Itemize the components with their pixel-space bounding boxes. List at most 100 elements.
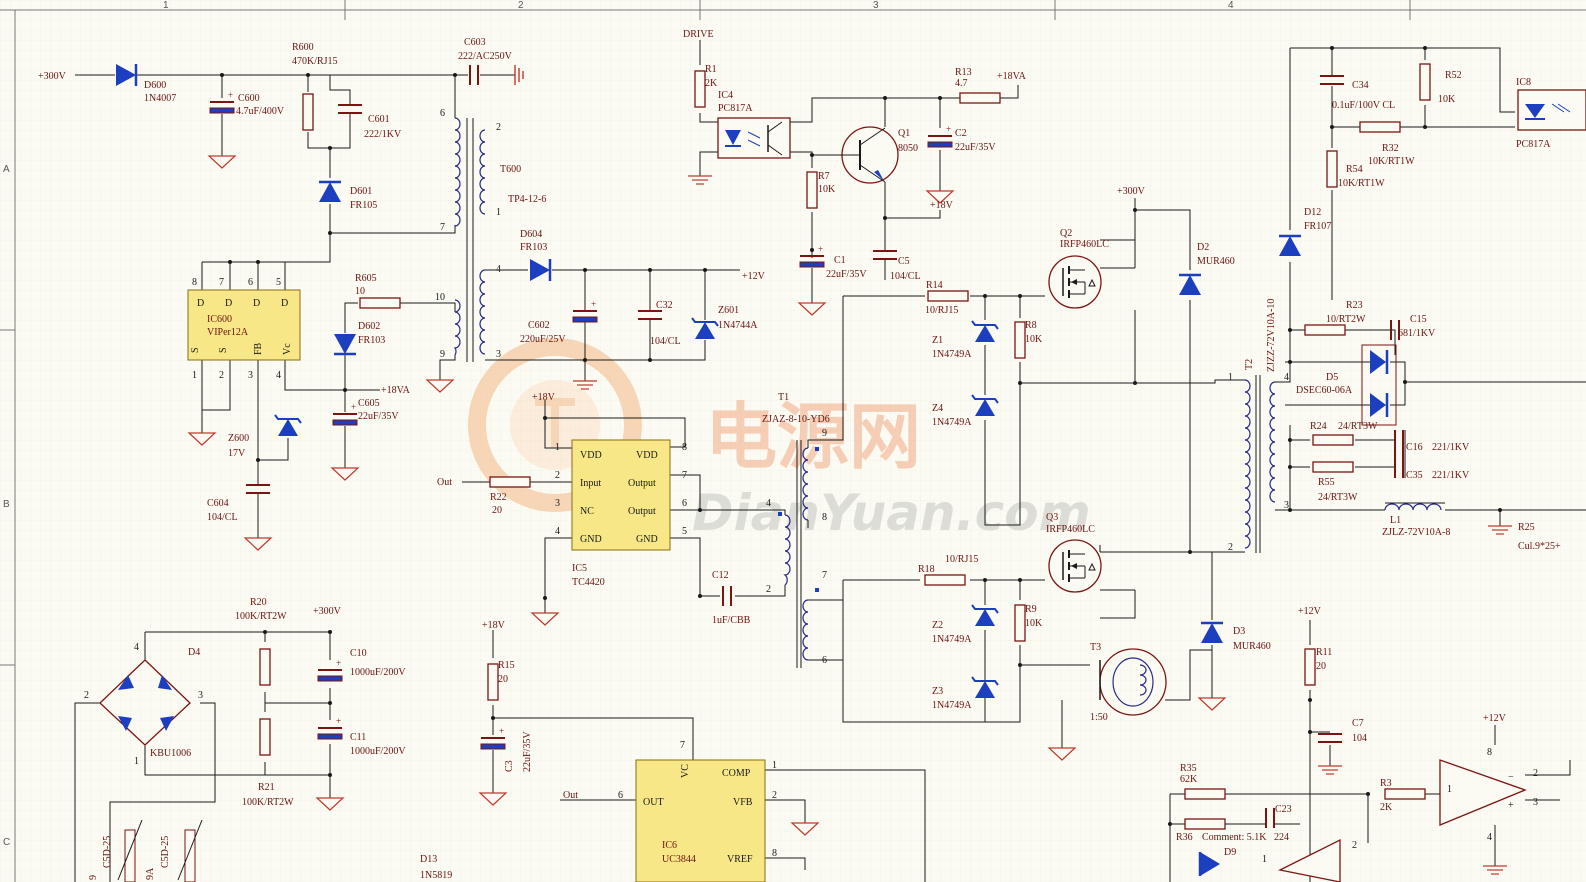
component-label: 4 (496, 264, 501, 275)
diode-d9 (1198, 852, 1220, 876)
component-label: 62K (1180, 774, 1198, 785)
component-label: Z601 (718, 305, 739, 316)
component-label: 10/RT2W (1326, 314, 1366, 325)
component-label: Input (580, 478, 601, 489)
wires (74, 40, 1586, 882)
component-label: 100K/RT2W (235, 611, 287, 622)
component-label: +18VA (381, 385, 411, 396)
component-label: 2 (772, 790, 777, 801)
component-label: 2K (1380, 802, 1393, 813)
component-label: +18VA (997, 71, 1027, 82)
net-300v-label: +300V (38, 71, 67, 82)
component-label: 224 (1274, 832, 1289, 843)
transformer-t2: 1 2 4 3 (1228, 372, 1289, 553)
component-label: 10/RJ15 (925, 305, 958, 316)
component-label: D4 (188, 647, 200, 658)
component-label: 1N4749A (932, 634, 972, 645)
component-label: 7 (822, 570, 827, 581)
resistor-r600 (302, 93, 314, 131)
component-label: D12 (1304, 207, 1321, 218)
component-label: 6 (618, 790, 623, 801)
component-label: 1 (134, 756, 139, 767)
component-label: 6 (822, 655, 827, 666)
component-label: FR103 (520, 242, 547, 253)
component-label: 9 (88, 875, 99, 880)
component-label: 2 (84, 690, 89, 701)
component-label: 20 (492, 505, 502, 516)
component-label: 220uF/25V (520, 334, 566, 345)
component-label: C605 (358, 398, 380, 409)
component-label: Vc (282, 343, 293, 355)
component-label: C1 (834, 255, 846, 266)
resistor-r14 (927, 290, 969, 302)
component-label: 104 (1352, 733, 1367, 744)
component-label: R1 (705, 64, 717, 75)
component-label: C601 (368, 114, 390, 125)
component-label: 8 (772, 848, 777, 859)
component-label: 3 (248, 370, 253, 381)
component-label: 104/CL (207, 512, 238, 523)
opamp-upper: − + 8 4 1 2 3 (1439, 747, 1538, 843)
component-label: Z1 (932, 335, 943, 346)
resistor-r20 (259, 648, 271, 686)
component-label: T3 (1090, 642, 1101, 653)
resistor-r36 (1184, 818, 1226, 830)
component-label: 10 (355, 286, 365, 297)
resistor-r11 (1304, 648, 1316, 686)
component-label: 7 (440, 222, 445, 233)
component-label: ZJZZ-72V10A-10 (1266, 299, 1277, 372)
component-label: IC6 (662, 840, 677, 851)
resistor-r9 (1014, 604, 1026, 642)
component-label: 222/1KV (364, 129, 402, 140)
resistor-r15 (487, 663, 499, 701)
component-label: R24 (1310, 421, 1327, 432)
component-label: 1N4007 (144, 93, 176, 104)
component-label: 22uF/35V (522, 731, 533, 772)
component-label: Output (628, 478, 656, 489)
component-label: 10K/RT1W (1338, 178, 1385, 189)
component-label: +12V (1298, 606, 1322, 617)
component-label: R11 (1316, 647, 1332, 658)
row-label-a: A (3, 164, 10, 175)
component-label: R54 (1346, 164, 1363, 175)
component-label: 10K (818, 184, 836, 195)
component-label: 2K (705, 78, 718, 89)
component-label: 2 (766, 584, 771, 595)
component-label: 10K (1025, 334, 1043, 345)
component-label: 3 (1533, 797, 1538, 808)
optocoupler-ic4 (717, 117, 791, 159)
component-label: C604 (207, 498, 229, 509)
component-label: R600 (292, 42, 314, 53)
component-label: GND (580, 534, 602, 545)
component-label: C5D-25 (160, 836, 171, 868)
component-label: T600 (500, 164, 521, 175)
component-label: Z2 (932, 620, 943, 631)
component-label: 1 (772, 760, 777, 771)
component-label: R7 (818, 171, 830, 182)
component-label: ZJAZ-8-10-YD6 (762, 414, 830, 425)
component-label: 2 (555, 470, 560, 481)
resistor-r18 (924, 574, 966, 586)
watermark-cn: 电源网 (705, 395, 921, 479)
component-label: C600 (238, 93, 260, 104)
component-label: L1 (1390, 515, 1401, 526)
component-label: TP4-12-6 (508, 194, 546, 205)
component-label: R605 (355, 273, 377, 284)
component-label: 2 (496, 122, 501, 133)
component-label: 1 (192, 370, 197, 381)
component-label: D13 (420, 854, 437, 865)
component-label: C603 (464, 37, 486, 48)
ic6-uc3844: 7 6 1 2 8 VC COMP OUT VFB VREF (618, 740, 777, 882)
component-label: PC817A (718, 103, 753, 114)
component-label: R13 (955, 67, 972, 78)
component-label: 9 (822, 428, 827, 439)
component-label: IC4 (718, 90, 733, 101)
current-transformer-t3 (1099, 648, 1167, 716)
component-label: R3 (1380, 778, 1392, 789)
col-label-3: 3 (873, 0, 879, 11)
component-label: C2 (955, 128, 967, 139)
component-label: D9 (1224, 847, 1236, 858)
resistor-r55 (1312, 461, 1354, 473)
component-label: S (218, 347, 229, 353)
